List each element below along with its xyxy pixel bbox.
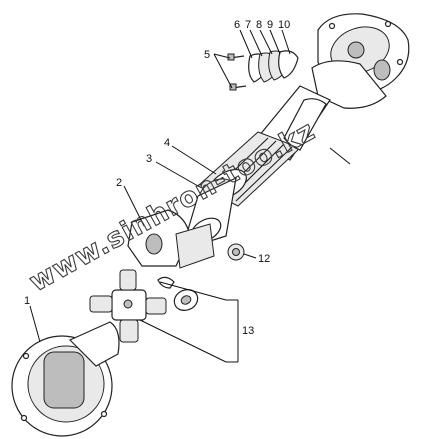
upper-flange-yoke bbox=[311, 13, 410, 109]
callout-4: 4 bbox=[164, 137, 170, 149]
callout-2: 2 bbox=[116, 177, 122, 189]
callout-13: 13 bbox=[242, 325, 254, 337]
grease-plug bbox=[227, 243, 245, 261]
callout-12: 12 bbox=[258, 253, 270, 265]
watermark-text: www.sinhron-too.kz bbox=[24, 115, 320, 298]
callout-labels: 1 2 3 4 5 6 7 8 9 10 12 13 bbox=[24, 19, 290, 337]
callout-10: 10 bbox=[278, 19, 290, 31]
callout-3: 3 bbox=[146, 153, 152, 165]
fastener-group bbox=[227, 50, 299, 91]
leader-lines bbox=[29, 29, 351, 363]
universal-joint-cross bbox=[89, 269, 199, 343]
callout-5: 5 bbox=[204, 49, 210, 61]
callout-1: 1 bbox=[24, 295, 30, 307]
callout-6: 6 bbox=[234, 19, 240, 31]
callout-9: 9 bbox=[267, 19, 273, 31]
slip-yoke bbox=[127, 209, 215, 269]
lower-flange-yoke bbox=[11, 321, 120, 437]
callout-7: 7 bbox=[245, 19, 251, 31]
callout-8: 8 bbox=[256, 19, 262, 31]
